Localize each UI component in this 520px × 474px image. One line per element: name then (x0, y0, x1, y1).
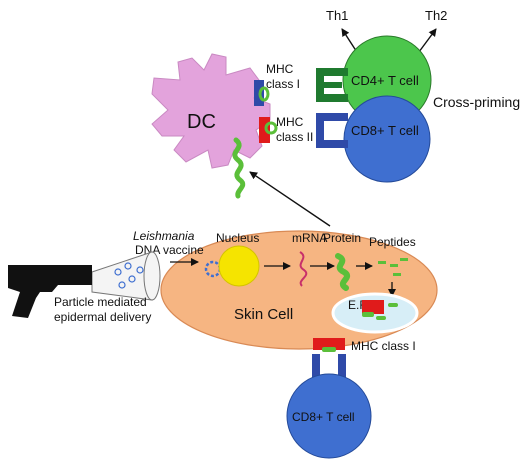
peptide-2 (390, 264, 398, 267)
er-peptide-2 (376, 316, 386, 320)
dc-mhc-class-ii-label-1: MHC (276, 115, 304, 129)
dc-mhc-class-i-label-1: MHC (266, 62, 294, 76)
mrna-label: mRNA (292, 231, 327, 245)
dc-mhc-i-peptide (258, 86, 270, 102)
er-mhc-class-i (362, 300, 384, 314)
nucleus (218, 245, 260, 287)
th1-label: Th1 (326, 8, 348, 23)
skin-cell-label: Skin Cell (234, 306, 293, 323)
delivery-label-1: Particle mediated (54, 295, 147, 309)
peptides-label: Peptides (369, 235, 416, 249)
dc-mhc-class-ii (259, 117, 270, 143)
er-peptide-1 (362, 312, 374, 317)
protein (335, 253, 351, 291)
dc-label: DC (187, 111, 216, 133)
cd8-t-cell-top-label: CD8+ T cell (351, 123, 419, 138)
protein-label: Protein (323, 231, 361, 245)
dc-mhc-class-ii-label-2: class II (276, 130, 313, 144)
skin-mhc-i-peptide (322, 347, 336, 352)
dc-mhc-ii-peptide (264, 121, 278, 135)
er-peptide-3 (388, 303, 398, 307)
cd8-t-cell-top (343, 95, 431, 183)
particle-cone-mouth (143, 251, 161, 301)
protein-to-dc-arrow (249, 171, 331, 227)
peptide-4 (393, 273, 401, 276)
skin-mhc-class-i (313, 338, 345, 350)
cd8-t-cell-bottom-label: CD8+ T cell (292, 410, 355, 424)
skin-mhc-class-i-label: MHC class I (351, 339, 416, 353)
mrna (299, 251, 308, 287)
dc-protein (232, 137, 246, 199)
particles (114, 262, 144, 289)
cd4-receptor-arm (320, 82, 342, 88)
th2-label: Th2 (425, 8, 447, 23)
nucleus-label: Nucleus (216, 231, 259, 245)
cd8-t-cell-bottom (286, 373, 372, 459)
cd4-t-cell-label: CD4+ T cell (351, 73, 419, 88)
particle-cone (91, 251, 153, 301)
peptide-3 (400, 258, 408, 261)
dendritic-cell (151, 53, 271, 169)
peptide-1 (378, 261, 386, 264)
vaccine-label-1: Leishmania (133, 229, 195, 243)
delivery-label-2: epidermal delivery (54, 310, 151, 324)
cd8-receptor-top (316, 113, 348, 148)
gun-icon (8, 265, 92, 318)
cross-priming-label: Cross-priming (433, 94, 520, 110)
dc-mhc-class-i-label-2: class I (266, 77, 300, 91)
